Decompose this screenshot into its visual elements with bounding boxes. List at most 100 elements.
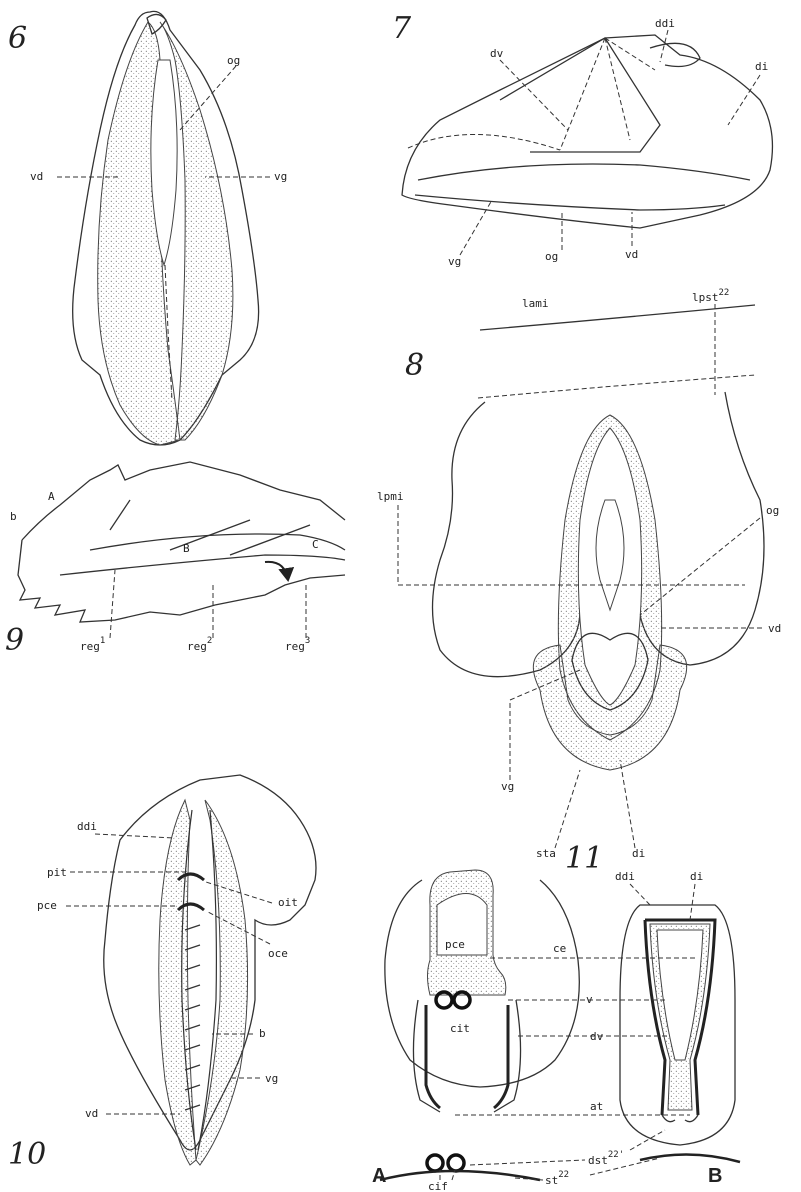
fig7-fan-line-3 [560, 38, 605, 150]
fig11-label-st-base: st [545, 1174, 558, 1187]
fig11-label-at: at [590, 1100, 603, 1113]
fig9-label-reg1: reg1 [80, 636, 105, 653]
figure-8-number: 8 [405, 348, 424, 383]
fig11-leader-ddi [630, 884, 650, 905]
fig11-label-ce: ce [553, 942, 566, 955]
fig8-label-vg: vg [501, 780, 514, 793]
fig7-label-di: di [755, 60, 768, 73]
fig9-label-reg1-sup: 1 [100, 636, 105, 646]
figure-6: 6 og vd vg [8, 11, 287, 445]
fig11-label-cit: cit [450, 1022, 470, 1035]
fig7-dorsal-valve [500, 38, 660, 152]
fig8-label-lami: lami [522, 297, 549, 310]
fig7-fan-line-2 [605, 38, 655, 70]
fig8-leader-di [620, 760, 635, 848]
figure-11: 11 A B ddi [372, 841, 740, 1192]
fig9-leader-reg1 [110, 570, 115, 638]
fig9-upper-outline [22, 462, 345, 540]
fig10-label-oce: oce [268, 947, 288, 960]
figure-6-number: 6 [8, 21, 27, 56]
fig9-label-b: b [10, 510, 17, 523]
fig9-line-cross-2 [170, 520, 250, 550]
fig7-fan-line-1 [605, 38, 630, 140]
fig11-leader-di [690, 884, 695, 920]
fig9-label-reg3-base: reg [285, 640, 305, 653]
figure-9-number: 9 [5, 623, 24, 658]
fig7-guide-line [408, 134, 560, 150]
fig11a-sternite [380, 1171, 540, 1180]
figure-7-number: 7 [392, 11, 412, 46]
fig10-label-b: b [259, 1027, 266, 1040]
fig6-label-vg: vg [274, 170, 287, 183]
fig11-label-dst-base: dst [588, 1154, 608, 1167]
fig11a-cif-ring-right [448, 1155, 464, 1171]
fig11-panel-a-label: A [372, 1165, 386, 1187]
fig11-panel-b-label: B [708, 1165, 722, 1187]
fig9-line-A [90, 534, 345, 550]
fig8-label-di: di [632, 847, 645, 860]
fig10-label-pce: pce [37, 899, 57, 912]
fig11b-lumen [657, 930, 703, 1060]
fig8-label-lpmi: lpmi [377, 490, 404, 503]
fig11-panel-a: A [372, 870, 579, 1187]
fig9-label-reg2-base: reg [187, 640, 207, 653]
fig11-label-dst: dst22' [588, 1150, 624, 1167]
fig11b-hook-right [685, 1115, 698, 1122]
fig8-leader-sta [555, 770, 580, 848]
fig9-label-reg2: reg2 [187, 636, 212, 653]
fig8-label-og: og [766, 504, 779, 517]
figure-10-number: 10 [8, 1137, 46, 1172]
fig6-label-vd: vd [30, 170, 43, 183]
fig7-label-og: og [545, 250, 558, 263]
fig8-left-lobe [433, 402, 581, 677]
fig11-label-cif: cif [428, 1180, 448, 1192]
fig11-label-dst-sup: 22' [608, 1150, 624, 1160]
fig10-label-vd: vd [85, 1107, 98, 1120]
fig11a-cif-ring-left [427, 1155, 443, 1171]
fig9-label-reg1-base: reg [80, 640, 100, 653]
fig10-label-ddi: ddi [77, 820, 97, 833]
fig11a-left-arm [426, 1005, 440, 1108]
fig9-label-reg3: reg3 [285, 636, 310, 653]
fig11-leader-dst-a [470, 1160, 585, 1165]
fig11-panel-b: B [620, 905, 740, 1187]
fig7-leader-dv [500, 60, 568, 130]
fig8-label-sta: sta [536, 847, 556, 860]
fig11-label-pce: pce [445, 938, 465, 951]
fig11-label-st: st22 [545, 1170, 569, 1187]
fig10-label-pit: pit [47, 866, 67, 879]
figure-8: 8 lami lpst22 lpmi og vd vg sta di [377, 288, 781, 860]
fig11b-hook-left [662, 1115, 675, 1122]
fig8-label-lpst-base: lpst [692, 291, 719, 304]
fig7-dorsal-flap [650, 43, 700, 66]
fig11-label-di: di [690, 870, 703, 883]
fig10-label-vg: vg [265, 1072, 278, 1085]
fig9-label-reg2-sup: 2 [207, 636, 212, 646]
fig8-lamina-dashed [478, 375, 755, 398]
figure-10: 10 ddi pit pce oit oce b vg vd [8, 775, 316, 1172]
fig11-label-st-sup: 22 [558, 1170, 569, 1180]
fig7-leader-di [728, 75, 760, 125]
fig9-line-cross-1 [110, 500, 130, 530]
fig9-line-cross-3 [230, 525, 310, 555]
fig9-spiny-margin [18, 540, 345, 622]
fig11b-sternite [640, 1154, 740, 1162]
fig11-leader-dst-b [630, 1130, 665, 1150]
fig10-leader-ddi [95, 834, 175, 838]
fig10-valve-right [196, 800, 248, 1165]
figure-11-number: 11 [565, 841, 603, 876]
fig9-label-B: B [183, 542, 190, 555]
figure-9: 9 b A B C reg1 reg2 reg3 [5, 462, 345, 658]
fig7-lower-line [415, 195, 725, 210]
fig9-line-B [60, 555, 345, 575]
fig9-label-C: C [312, 538, 319, 551]
fig7-label-vd: vd [625, 248, 638, 261]
fig9-arrow [265, 562, 288, 580]
fig7-label-vg: vg [448, 255, 461, 268]
fig8-label-vd: vd [768, 622, 781, 635]
fig11a-right-arm [494, 1005, 508, 1108]
fig8-label-lpst-sup: 22 [719, 288, 730, 298]
fig7-ventral-ridge [418, 164, 750, 180]
fig8-label-lpst: lpst22 [692, 288, 729, 304]
